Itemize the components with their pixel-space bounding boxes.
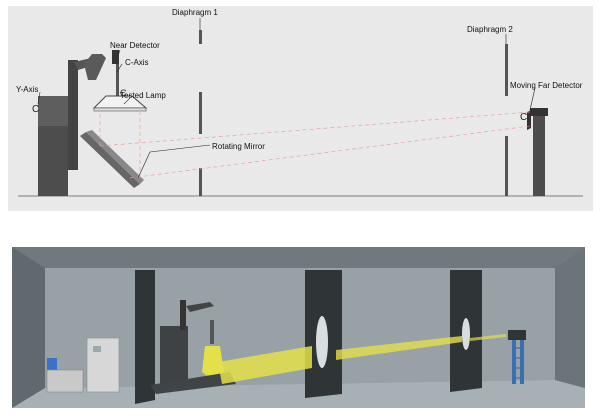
render-machine-body: [160, 326, 188, 386]
diaphragm-2-label: Diaphragm 2: [467, 25, 513, 34]
tested-lamp-label: Tested Lamp: [120, 91, 166, 100]
rotating-mirror-face: [86, 130, 144, 184]
tunnel-ceiling: [12, 247, 585, 268]
rotating-mirror-label: Rotating Mirror: [212, 142, 265, 151]
render-tested-lamp: [202, 346, 224, 380]
moving-far-detector-label: Moving Far Detector: [510, 81, 583, 90]
render-lamp-shaft: [210, 320, 214, 344]
cabinet-panel: [93, 346, 101, 352]
far-detector-sensor: [527, 110, 531, 130]
c-axis-label: C-Axis: [125, 58, 149, 67]
c-axis-shaft: [116, 64, 119, 100]
diaphragm-2-aperture: [462, 318, 470, 350]
goniometer-machine: C C: [32, 50, 148, 196]
render-stand-rungs: [512, 347, 524, 379]
control-desk: [46, 369, 84, 393]
diaphragm-2-upper: [505, 44, 508, 96]
render-far-detector: [508, 330, 526, 340]
render-machine-arm: [186, 302, 214, 312]
lamp-plate: [93, 107, 147, 112]
near-detector-label: Near Detector: [110, 41, 160, 50]
right-end-wall: [555, 247, 585, 388]
partition-1: [135, 270, 155, 404]
machine-column: [68, 60, 78, 170]
rotating-mirror: [80, 132, 140, 188]
render-light-beam-1: [218, 346, 312, 384]
render-mirror-base: [150, 372, 236, 394]
left-end-wall: [12, 247, 45, 408]
render-stand-right: [520, 340, 524, 384]
diaphragm-2-lower: [505, 136, 508, 196]
diaphragm-1-lower: [199, 168, 202, 196]
far-detector-rotation-icon: C: [520, 112, 527, 123]
render-light-beam-2: [336, 336, 462, 360]
y-axis-label: Y-Axis: [16, 85, 38, 94]
diaphragm-1-upper: [199, 30, 202, 44]
render-stand-left: [512, 340, 516, 384]
top-schematic: C C C: [8, 6, 593, 211]
machine-upper-block: [38, 96, 68, 126]
diaphragm-1-aperture: [316, 316, 328, 368]
far-detector-head: [530, 108, 548, 116]
light-beams: [99, 111, 531, 179]
control-cabinet: [86, 337, 120, 393]
monitor-screen: [47, 358, 57, 370]
bottom-render: [12, 247, 585, 408]
y-axis-rotation-icon: C: [32, 104, 39, 115]
diaphragm-1-label: Diaphragm 1: [172, 8, 218, 17]
render-machine-column: [180, 300, 186, 330]
leader-lines: [37, 18, 536, 179]
c-axis-rotation-glyph: C: [120, 88, 127, 98]
near-detector-unit: [112, 50, 119, 64]
far-detector-column: [533, 110, 545, 196]
diaphragm-1-mid: [199, 92, 202, 134]
arm-bracket: [84, 54, 106, 80]
render-light-beam-3: [470, 334, 506, 341]
